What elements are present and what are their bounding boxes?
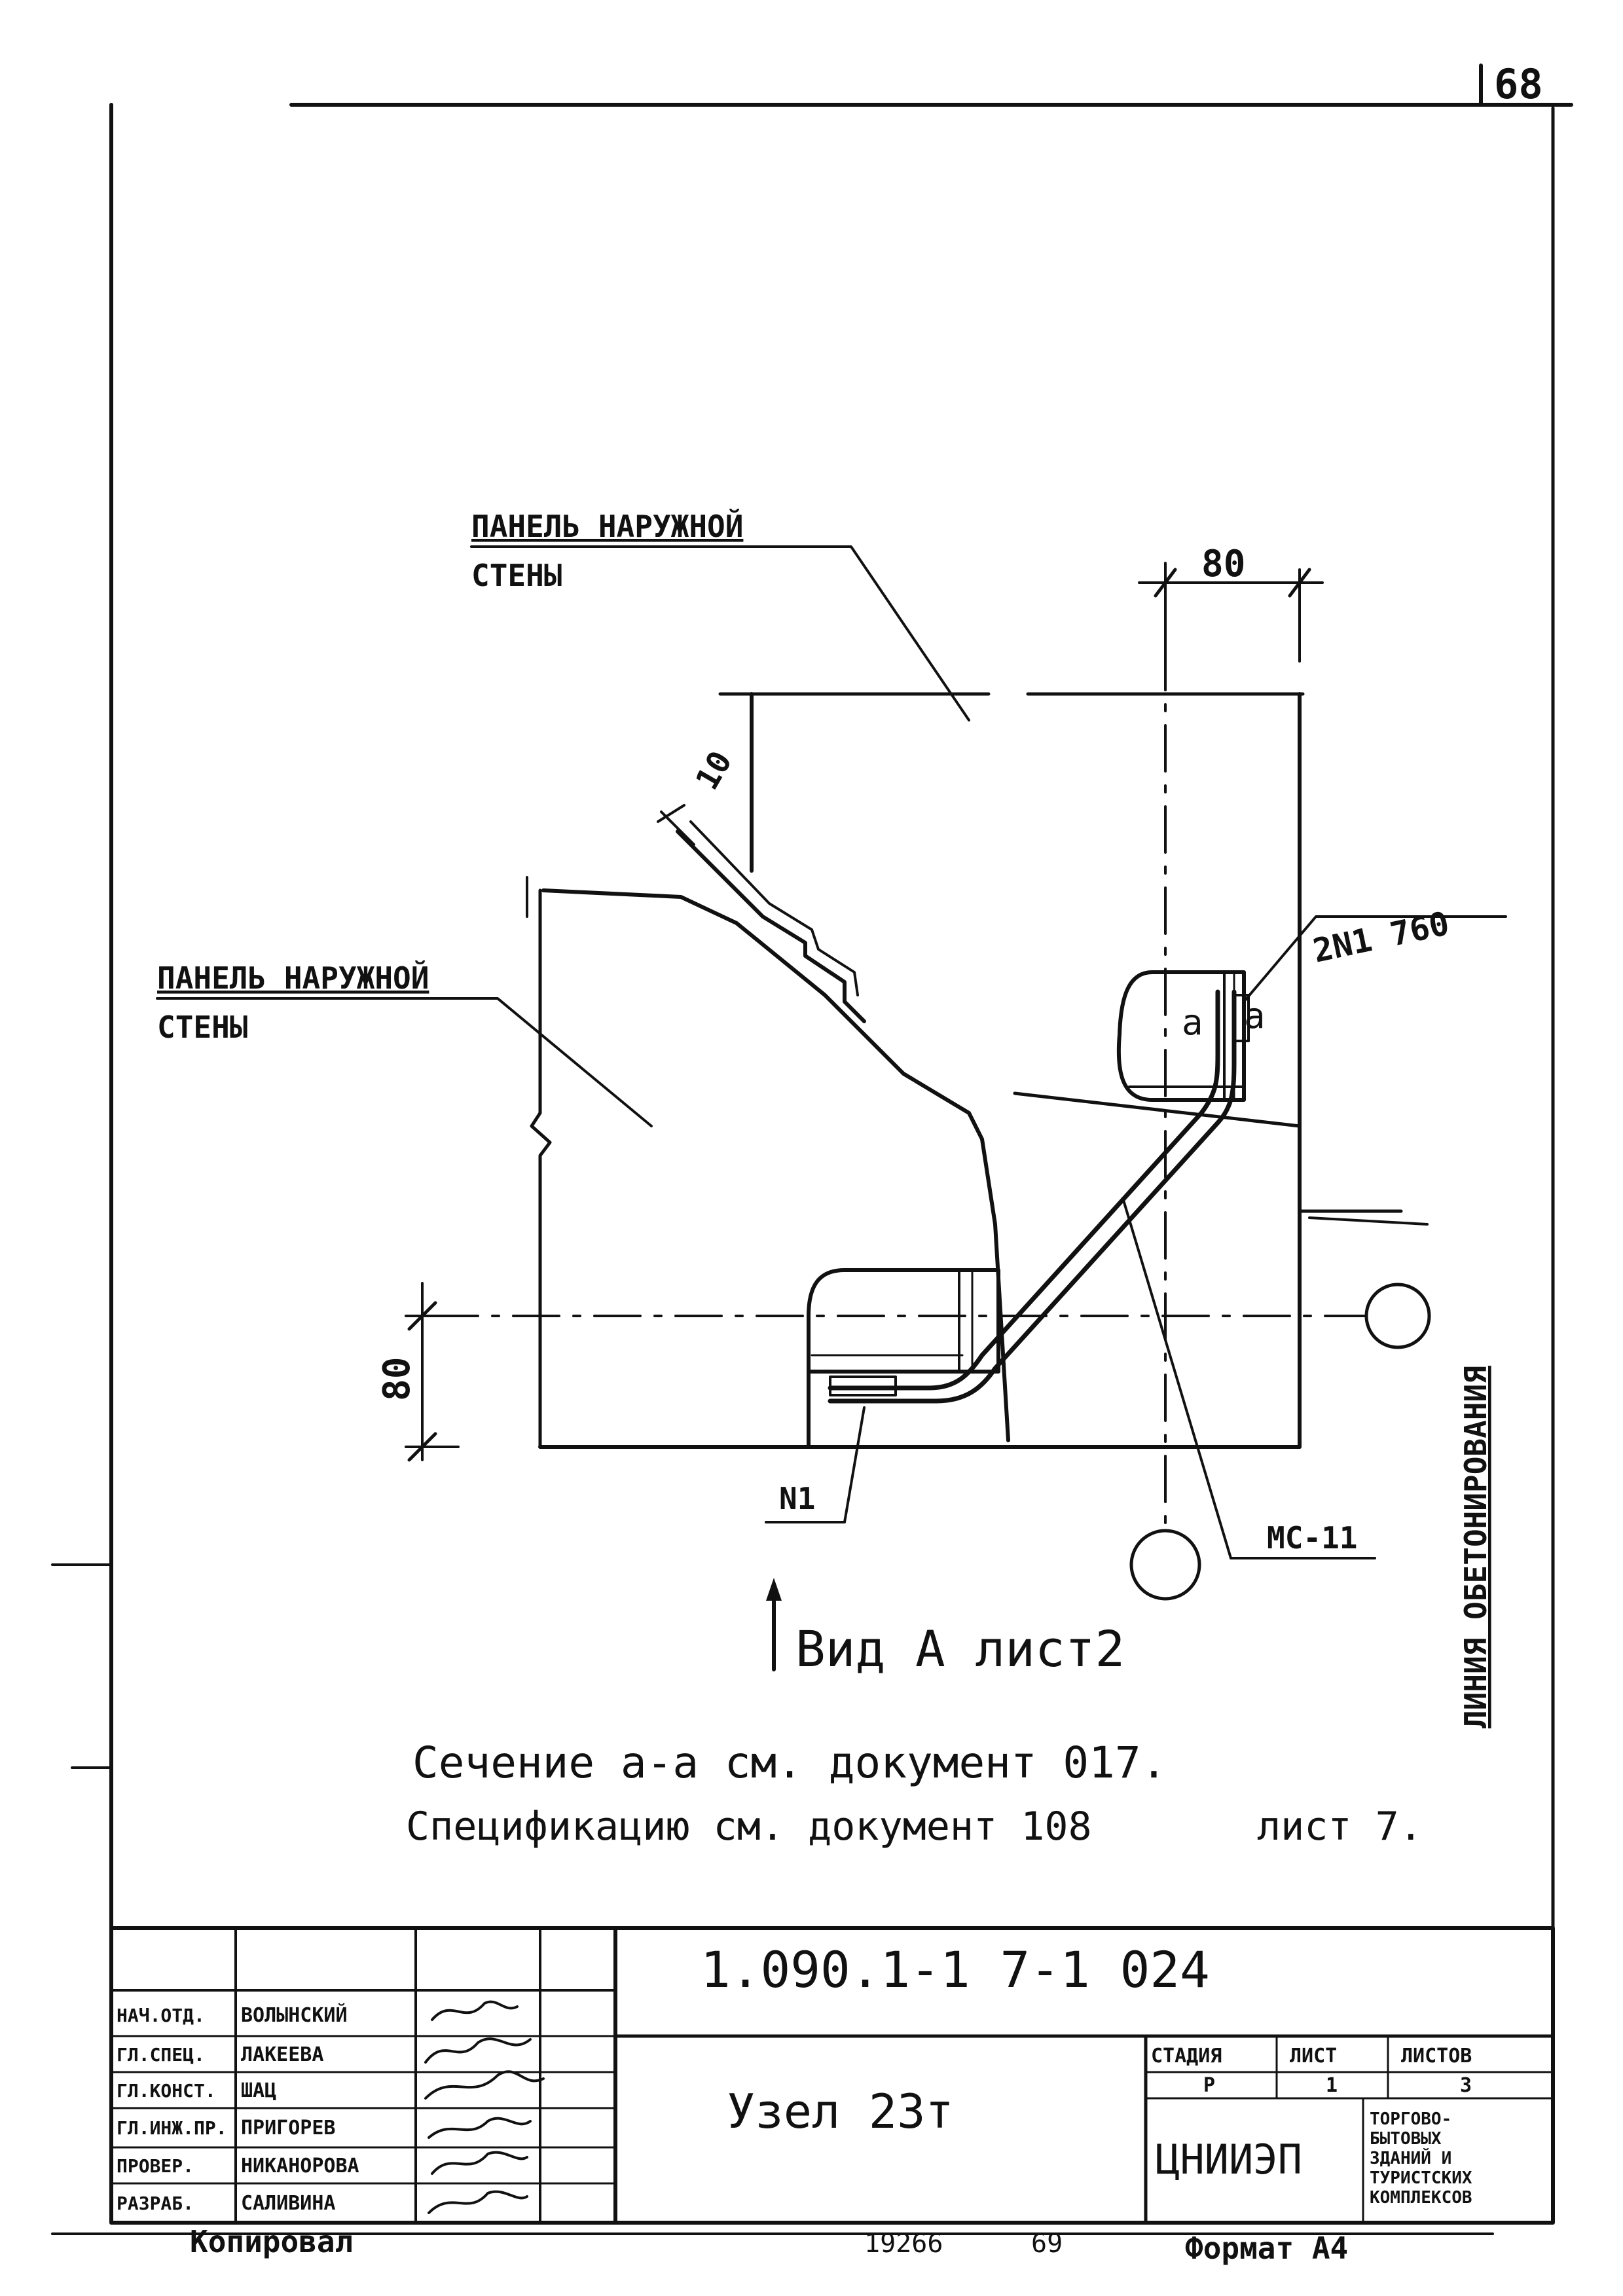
staff-name: НИКАНОРОВА (241, 2155, 359, 2178)
org-logo: ЦНИИЭП (1156, 2136, 1302, 2183)
org-line-4: ТУРИСТСКИХ (1370, 2168, 1472, 2188)
staff-role: РАЗРАБ. (117, 2193, 194, 2214)
stage-value: Р (1203, 2074, 1215, 2097)
leader-upper-panel (470, 545, 970, 721)
leader-mc11 (1122, 1197, 1376, 1559)
label-upper-panel-line2: СТЕНЫ (471, 558, 562, 593)
axis-lines (431, 562, 1370, 1527)
title-block (109, 1926, 1555, 2225)
org-line-5: КОМПЛЕКСОВ (1370, 2188, 1472, 2208)
sheets-value: 3 (1460, 2074, 1472, 2097)
dimension-left-value: 80 (376, 1357, 418, 1401)
footer-copied: Копировал (190, 2224, 353, 2259)
upper-wall-panel (718, 692, 1305, 1449)
label-part-n1: N1 (779, 1481, 815, 1516)
staff-name: ЛАКЕЕВА (241, 2043, 323, 2066)
staff-name: ПРИГОРЕВ (241, 2117, 336, 2140)
leader-left-panel (156, 997, 653, 1127)
dimension-top-value: 80 (1201, 543, 1245, 585)
dimension-left (405, 1282, 460, 1462)
staff-role: ГЛ.СПЕЦ. (117, 2044, 205, 2066)
staff-name: ШАЦ (241, 2079, 276, 2102)
note-specification-sheet: лист 7. (1257, 1804, 1423, 1850)
staff-name: ВОЛЫНСКИЙ (241, 2003, 348, 2027)
leader-n1 (765, 1406, 866, 1523)
sheet-value: 1 (1326, 2074, 1338, 2097)
note-specification: Спецификацию см. документ 108 (406, 1804, 1092, 1850)
staff-role: ГЛ.ИНЖ.ПР. (117, 2117, 227, 2139)
org-line-1: ТОРГОВО- (1370, 2109, 1451, 2129)
staff-role: ГЛ.КОНСТ. (117, 2080, 216, 2102)
label-part-mc11: МС-11 (1267, 1520, 1357, 1556)
weld-seam (657, 804, 866, 1023)
sheet-frame (51, 64, 1573, 2225)
section-mark-right: a (1182, 1002, 1203, 1043)
leader-weld (1243, 915, 1507, 1003)
left-wall-panel (526, 876, 1429, 1449)
section-mark-left: a (1244, 995, 1266, 1036)
label-left-panel-line1: ПАНЕЛЬ НАРУЖНОЙ (157, 960, 429, 996)
axis-bubble-right (1364, 1283, 1431, 1349)
dimension-top (1138, 568, 1324, 663)
note-section: Сечение a-a см. документ 017. (412, 1738, 1167, 1788)
axis-bubble-bottom (1129, 1529, 1201, 1601)
weld-dimension: 10 (689, 745, 739, 796)
label-concreting-line: ЛИНИЯ ОБЕТОНИРОВАНИЯ (1458, 1366, 1493, 1728)
label-weld-callout: 2N1 760 (1309, 904, 1452, 970)
staff-role: НАЧ.ОТД. (117, 2005, 205, 2026)
label-left-panel-line2: СТЕНЫ (157, 1010, 247, 1045)
staff-role: ПРОВЕР. (117, 2155, 194, 2177)
bent-bar-mc11 (828, 989, 1250, 1404)
sheets-header: ЛИСТОВ (1401, 2045, 1472, 2068)
label-upper-panel-line1: ПАНЕЛЬ НАРУЖНОЙ (471, 509, 743, 544)
signatures (424, 2000, 545, 2214)
drawing-title: Узел 23т (727, 2084, 954, 2139)
stage-header: СТАДИЯ (1151, 2045, 1222, 2068)
org-line-2: БЫТОВЫХ (1370, 2129, 1442, 2149)
sheet-number: 68 (1494, 60, 1543, 108)
sheet-header: ЛИСТ (1290, 2045, 1337, 2068)
org-line-3: ЗДАНИЙ И (1370, 2147, 1451, 2168)
staff-name: САЛИВИНА (241, 2192, 336, 2215)
label-view-a: Вид А лист2 (795, 1620, 1125, 1678)
doc-code: 1.090.1-1 7-1 024 (701, 1941, 1210, 1999)
lower-insert (807, 1268, 1000, 1449)
footer-format: Формат А4 (1185, 2231, 1348, 2266)
view-arrow-head (766, 1578, 782, 1601)
